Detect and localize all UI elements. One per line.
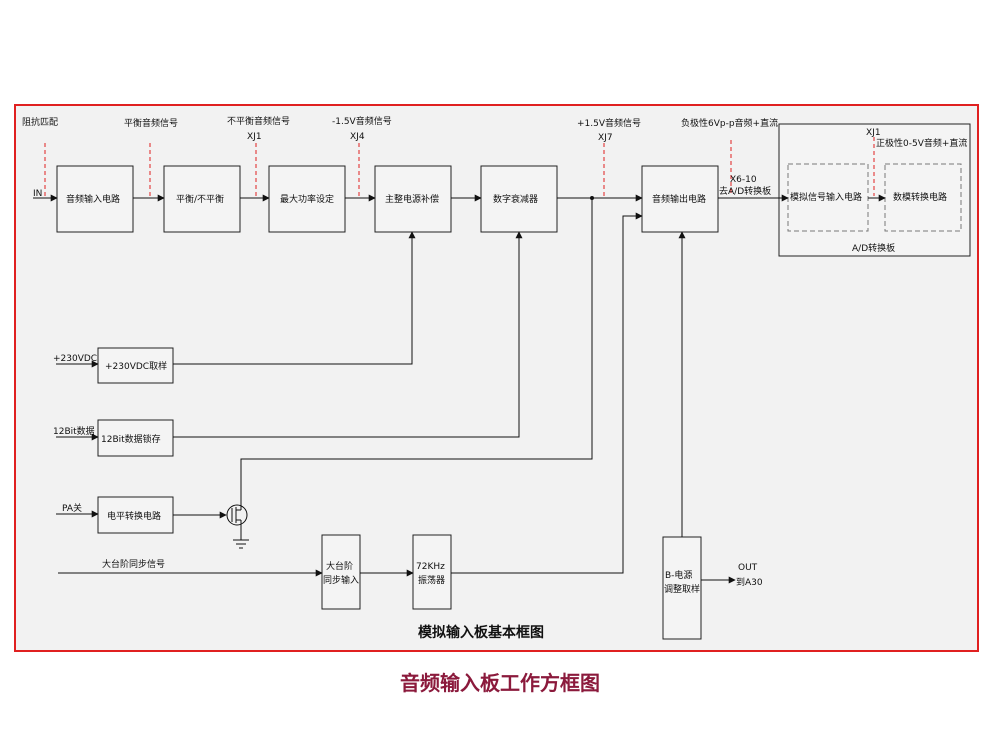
step-sync-text-1: 大台阶 [326,560,353,572]
audio-input-block [56,165,134,233]
bit12-latch-block [97,419,174,457]
ad-board-label: A/D转换板 [852,242,895,254]
step-sync-signal-label: 大台阶同步信号 [102,558,165,570]
v230-label: +230VDC [53,354,97,364]
bminus-text-1: B-电源 [665,569,692,581]
bminus-block [662,536,702,640]
to-ad-label: 去A/D转换板 [719,185,771,197]
sample-230-block [97,347,174,384]
xj1-label-b: XJ1 [866,128,881,138]
digital-attenuator-text: 数字衰减器 [493,193,538,205]
pa-off-label: PA关 [62,502,82,514]
page-caption: 音频输入板工作方框图 [400,671,600,695]
analog-signal-input-text: 模拟信号输入电路 [790,191,862,203]
out-label: OUT [738,563,758,573]
main-power-comp-block [374,165,452,233]
bminus-text-2: 调整取样 [664,583,700,595]
step-sync-block [321,534,361,610]
bit12-label: 12Bit数据 [53,425,95,437]
oscillator-text-1: 72KHz [416,562,445,572]
bit12-latch-text: 12Bit数据锁存 [101,433,161,445]
neg-polarity-label: 负极性6Vp-p音频+直流 [681,117,778,129]
balance-text: 平衡/不平衡 [176,193,224,205]
frame-title: 模拟输入板基本框图 [418,624,544,641]
xj1-label-a: XJ1 [247,132,262,142]
oscillator-text-2: 振荡器 [418,574,445,586]
neg-signal-label: -1.5V音频信号 [332,115,392,127]
audio-input-text: 音频输入电路 [66,193,120,205]
balance-block [163,165,241,233]
oscillator-block [412,534,452,610]
pos-signal-label: +1.5V音频信号 [577,117,641,129]
digital-analog-convert-text: 数模转换电路 [893,191,947,203]
audio-output-text: 音频输出电路 [652,193,706,205]
step-sync-text-2: 同步输入 [323,574,359,586]
x6-10-label: X6-10 [730,175,757,185]
unbalanced-signal-label: 不平衡音频信号 [227,115,290,127]
xj4-label: XJ4 [350,132,365,142]
max-power-block [268,165,346,233]
pos-polarity-label: 正极性0-5V音频+直流 [876,137,967,149]
level-convert-text: 电平转换电路 [107,510,161,522]
xj7-label: XJ7 [598,133,613,143]
max-power-text: 最大功率设定 [280,193,334,205]
in-label: IN [33,189,42,199]
ground-icon [233,539,249,549]
mosfet-switch-icon [226,504,248,526]
to-a30-label: 到A30 [736,576,763,588]
level-convert-block [97,496,174,534]
main-power-comp-text: 主整电源补偿 [385,193,439,205]
impedance-label: 阻抗匹配 [22,116,58,128]
sample-230-text: +230VDC取样 [105,360,167,372]
balanced-signal-label: 平衡音频信号 [124,117,178,129]
